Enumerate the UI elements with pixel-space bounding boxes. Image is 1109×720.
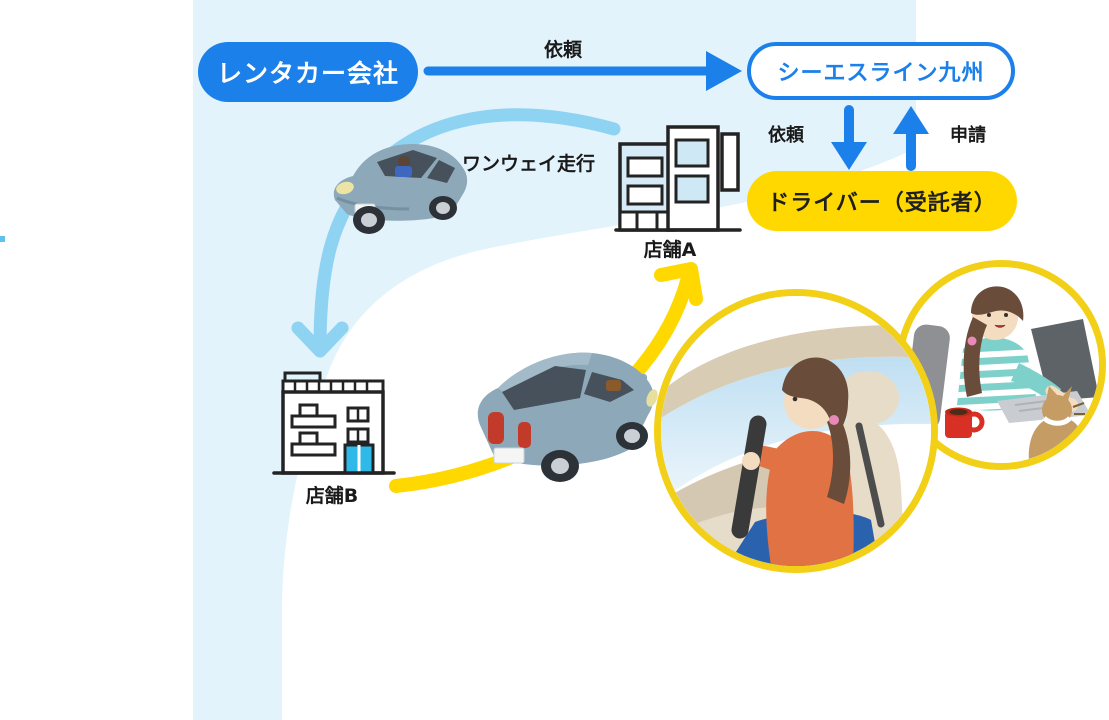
apply-up-label: 申請 — [950, 125, 986, 146]
request-down-label: 依頼 — [768, 125, 804, 146]
steering-wheel — [731, 415, 767, 539]
driver-ponytail — [827, 414, 851, 504]
hair-tie — [829, 415, 839, 425]
delivery-arrowhead-icon — [654, 262, 703, 306]
driver-figure — [395, 166, 412, 177]
down-arrowhead-icon — [831, 142, 867, 170]
office-building-icon — [614, 125, 742, 232]
shop-building-icon — [272, 371, 396, 475]
headlight — [336, 181, 354, 195]
driver-node: ドライバー（受託者） — [747, 171, 1017, 231]
car-roof-frame — [661, 325, 931, 418]
headrest — [837, 371, 899, 425]
hair-tie — [967, 336, 977, 346]
store-b-label: 店舗B — [305, 485, 359, 507]
request-arrowhead-icon — [706, 51, 742, 91]
edge-accent-dot — [0, 236, 5, 242]
oneway-label: ワンウェイ走行 — [462, 153, 596, 175]
driver-arm — [606, 380, 621, 391]
store-a-label: 店舗A — [643, 239, 697, 261]
rental-car-rear-icon — [477, 352, 658, 482]
seat-belt — [855, 422, 885, 528]
rental-car-front-icon — [333, 144, 468, 234]
cs-line-node: シーエスライン九州 — [747, 42, 1015, 100]
taillight — [488, 412, 504, 444]
request-top-label: 依頼 — [543, 39, 582, 61]
cat-collar — [1042, 416, 1072, 426]
woman-driving-car-photo — [654, 289, 938, 573]
up-arrowhead-icon — [893, 106, 929, 134]
ponytail — [963, 317, 987, 397]
taillight — [518, 422, 531, 448]
oneway-arrowhead-icon — [291, 321, 349, 358]
building-sign — [720, 132, 740, 192]
rental-company-node: レンタカー会社 — [198, 42, 418, 102]
coffee-mug-icon — [945, 411, 972, 438]
rear-window — [502, 366, 586, 410]
